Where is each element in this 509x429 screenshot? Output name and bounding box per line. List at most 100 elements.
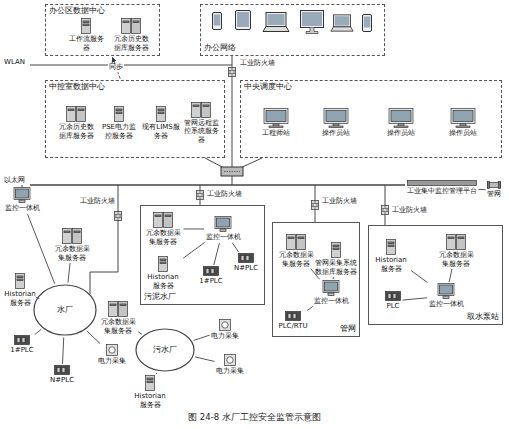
device-icon: [219, 319, 231, 331]
device-icon: [437, 283, 455, 299]
icon-part: [123, 21, 129, 23]
connector: [449, 269, 452, 282]
wlan-line: [30, 64, 232, 65]
icon-part: [266, 111, 286, 122]
device-node: 冗余数据采集服务器: [144, 212, 182, 245]
region-box: 办公网络: [200, 4, 385, 56]
icon-part: [115, 107, 124, 122]
icon-part: [239, 254, 254, 263]
ring-label: 水厂: [57, 306, 73, 315]
device-icon: [106, 344, 118, 356]
region-box: 办公区数据中心工作流服务器冗余历史数据库服务器: [45, 4, 160, 56]
device-label: 监控一体机: [5, 204, 40, 212]
icon-part: [388, 294, 391, 299]
icon-part: [329, 126, 343, 128]
icon-part: [332, 243, 341, 258]
icon-part: [488, 183, 501, 188]
device-node: 管网: [487, 181, 501, 198]
device-label: Historian服务器: [144, 273, 182, 289]
device-node: Historian服务器: [131, 375, 169, 408]
device-label: 冗余数据采集服务器: [99, 318, 137, 334]
icon-part: [203, 105, 209, 107]
device-label: PLC/RTU: [278, 322, 307, 330]
device-label: 管网: [487, 190, 501, 198]
device-label: PLC: [385, 302, 401, 310]
device-node: PLC: [385, 291, 401, 310]
device-node: Historian服务器: [372, 239, 410, 272]
switch-ports: [224, 171, 240, 172]
icon-part: [333, 248, 339, 250]
branch-wire: [385, 185, 386, 225]
icon-part: [82, 19, 91, 34]
icon-part: [206, 269, 209, 274]
device-label: 电力采集: [211, 332, 239, 340]
icon-part: [120, 304, 126, 306]
annotation: 工业防火墙: [240, 59, 275, 67]
device-label: 操作员站: [449, 129, 477, 137]
device-icon: [203, 266, 219, 276]
connector: [232, 243, 238, 252]
icon-part: [55, 366, 70, 375]
device-icon: [224, 354, 236, 366]
device-icon: [113, 106, 125, 122]
icon-part: [288, 314, 291, 319]
tablet-icon: [236, 11, 251, 30]
region-title: 污泥水厂: [144, 293, 176, 302]
device-node: 操作员站: [449, 108, 477, 137]
icon-part: [22, 338, 25, 343]
device-icon: [157, 256, 169, 272]
icon-part: [298, 237, 304, 239]
device-node: 电力采集: [98, 344, 126, 365]
device-label: 冗余历史数据库服务器: [112, 35, 150, 51]
icon-part: [333, 245, 339, 247]
icon-part: [458, 237, 464, 239]
icon-part: [158, 112, 164, 114]
connector: [333, 277, 334, 279]
region-title: 中控室数据中心: [49, 83, 105, 92]
icon-part: [211, 269, 214, 274]
icon-part: [14, 336, 29, 345]
device-icon: [121, 18, 141, 34]
icon-part: [119, 302, 128, 317]
device-icon: [108, 301, 128, 317]
device-node: 监控一体机: [314, 280, 349, 305]
icon-part: [394, 126, 408, 128]
connector: [184, 228, 205, 229]
icon-part: [456, 126, 470, 128]
device-node: 冗余数据采集服务器: [437, 234, 475, 267]
icon-part: [325, 282, 338, 291]
icon-part: [443, 296, 449, 299]
device-node: PSE电力监控服务器: [100, 106, 138, 139]
icon-part: [73, 229, 82, 244]
device-icon: [487, 181, 501, 189]
device-icon: [62, 228, 82, 244]
firewall-symbol: [312, 201, 319, 210]
device-label: 监控一体机: [206, 233, 241, 241]
icon-part: [215, 217, 231, 229]
device-label: PSE电力监控服务器: [100, 123, 138, 139]
icon-part: [83, 21, 89, 23]
region-title: 管网: [340, 325, 356, 334]
icon-part: [388, 245, 394, 247]
device-label: 操作员站: [387, 129, 415, 137]
connector: [183, 242, 205, 258]
device-node: 冗余数据采集服务器: [53, 228, 91, 261]
icon-part: [57, 368, 60, 373]
icon-part: [63, 229, 72, 244]
icon-part: [17, 338, 20, 343]
connector: [402, 298, 427, 300]
device-icon: [155, 106, 167, 122]
icon-part: [222, 322, 228, 328]
device-icon: [286, 234, 306, 250]
connector: [478, 189, 485, 190]
connector: [156, 373, 157, 374]
ring-label: 污水厂: [153, 346, 177, 355]
icon-part: [388, 242, 394, 244]
region-box: 中控室数据中心冗余历史数据库服务器PSE电力监控服务器现有LIMS服务器管网远程…: [45, 80, 225, 158]
icon-part: [447, 235, 456, 250]
icon-part: [116, 112, 122, 114]
icon-part: [193, 105, 199, 107]
icon-part: [16, 274, 25, 289]
icon-part: [488, 182, 490, 189]
